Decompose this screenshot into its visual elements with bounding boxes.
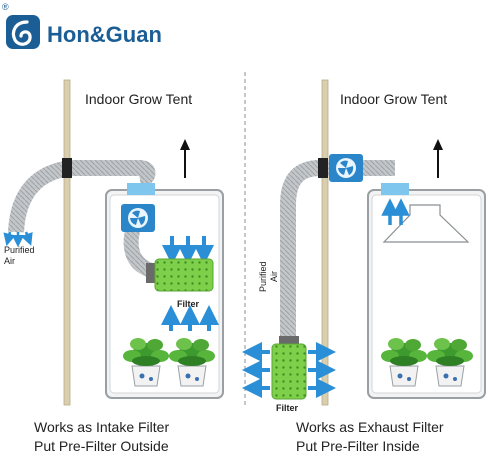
- brand-logo: ® Hon&Guan: [2, 2, 162, 49]
- left-air-label-2: Air: [4, 256, 15, 266]
- right-caption-1: Works as Exhaust Filter: [296, 419, 444, 435]
- fan-icon: [121, 204, 155, 232]
- right-filter-label: Filter: [276, 403, 299, 413]
- left-filter-label: Filter: [177, 299, 200, 309]
- up-arrow-icon: [180, 139, 190, 178]
- left-caption-2: Put Pre-Filter Outside: [34, 438, 169, 454]
- right-air-label-2: Air: [269, 271, 279, 282]
- right-panel: Indoor Grow Tent Purified Air: [242, 79, 486, 454]
- down-arrow-icon: [162, 236, 214, 265]
- right-heading: Indoor Grow Tent: [340, 91, 447, 107]
- up-arrow-icon: [161, 305, 219, 331]
- logo-icon: [6, 15, 40, 49]
- left-panel: Indoor Grow Tent Filter: [3, 79, 224, 454]
- side-arrows: [242, 342, 336, 398]
- brand-name: Hon&Guan: [47, 22, 162, 47]
- registered-mark: ®: [2, 2, 9, 12]
- hood-right: [382, 204, 470, 243]
- left-caption-1: Works as Intake Filter: [34, 419, 169, 435]
- fan-icon: [329, 154, 363, 182]
- tent-wall-left: [63, 79, 71, 406]
- right-caption-2: Put Pre-Filter Inside: [296, 438, 420, 454]
- left-air-label-1: Purified: [4, 245, 35, 255]
- tent-wall-right: [321, 79, 329, 406]
- up-arrow-icon: [433, 139, 443, 178]
- carbon-filter-left: [154, 258, 214, 292]
- down-arrow-icon: [3, 231, 33, 248]
- left-heading: Indoor Grow Tent: [85, 91, 192, 107]
- carbon-filter-right: [271, 343, 307, 400]
- up-arrow-icon: [381, 198, 410, 225]
- right-air-label-1: Purified: [258, 261, 268, 292]
